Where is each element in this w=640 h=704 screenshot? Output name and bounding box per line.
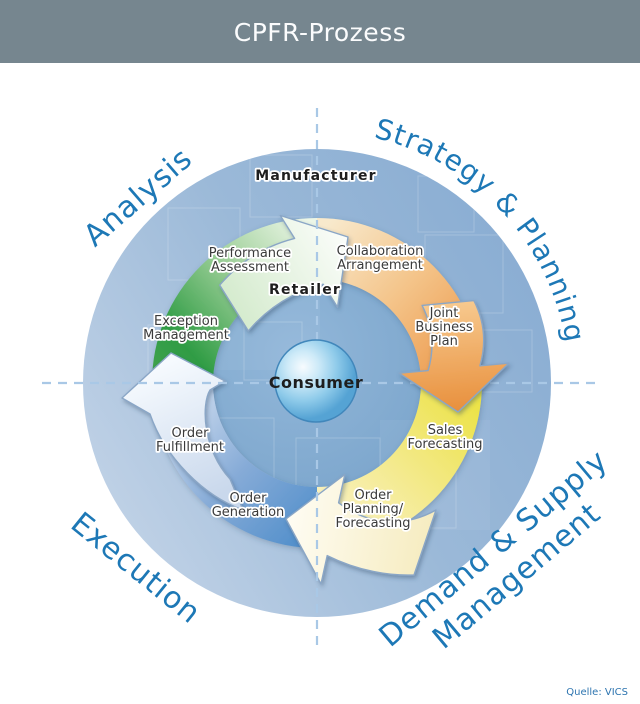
ring-step-order-planning-forecasting: Order Planning/ Forecasting xyxy=(334,486,413,533)
ring-step-exception-management: Exception Management xyxy=(141,312,230,345)
step-line: Performance xyxy=(209,246,291,261)
step-line: Forecasting xyxy=(335,516,410,531)
step-line: Fulfillment xyxy=(156,440,224,455)
step-line: Order xyxy=(172,426,210,441)
ring-step-performance-assessment: Performance Assessment xyxy=(207,244,293,277)
source-note: Quelle: VICS xyxy=(566,687,628,698)
step-line: Planning/ xyxy=(343,502,404,517)
step-line: Joint xyxy=(429,306,459,321)
ring-step-labels: Collaboration Arrangement Joint Business… xyxy=(141,242,485,533)
ring-step-sales-forecasting: Sales Forecasting xyxy=(406,421,485,454)
ring-segment-demand-supply xyxy=(317,383,482,548)
consumer-sphere xyxy=(274,339,358,423)
step-line: Order xyxy=(355,488,393,503)
step-line: Assessment xyxy=(211,260,289,275)
step-line: Arrangement xyxy=(337,258,423,273)
step-line: Plan xyxy=(430,334,458,349)
cycle-arrow-bottom xyxy=(285,473,437,585)
consumer-label: Consumer xyxy=(269,373,363,392)
step-line: Management xyxy=(143,328,229,343)
manufacturer-label: Manufacturer xyxy=(255,168,377,184)
ring-step-joint-business-plan: Joint Business Plan xyxy=(414,304,475,351)
ring-step-order-fulfillment: Order Fulfillment xyxy=(154,424,226,457)
page-title: CPFR-Prozess xyxy=(234,18,407,47)
header-bar xyxy=(0,0,640,63)
step-line: Sales xyxy=(428,423,463,438)
ring-step-collaboration-arrangement: Collaboration Arrangement xyxy=(335,242,425,275)
step-line: Business xyxy=(415,320,473,335)
retailer-label: Retailer xyxy=(269,282,341,298)
step-line: Generation xyxy=(212,505,285,520)
cycle-arrow-left xyxy=(121,352,244,511)
step-line: Collaboration xyxy=(337,244,424,259)
step-line: Forecasting xyxy=(407,437,482,452)
cycle-arrow-right xyxy=(398,299,510,413)
ring-step-order-generation: Order Generation xyxy=(210,489,286,522)
step-line: Exception xyxy=(154,314,218,329)
step-line: Order xyxy=(230,491,268,506)
